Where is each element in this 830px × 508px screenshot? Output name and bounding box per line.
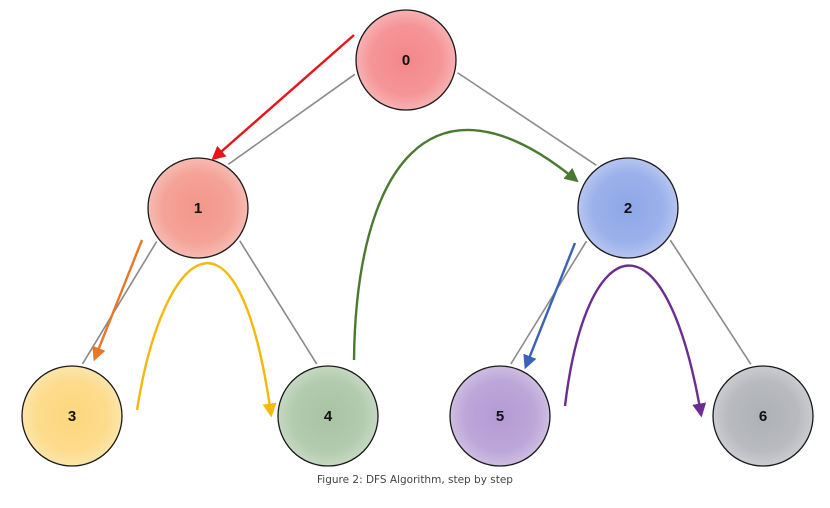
traversal-arrow-step-2 bbox=[92, 239, 144, 362]
tree-nodes: 0 1 2 3 4 5 6 bbox=[21, 9, 814, 467]
edge-1-4 bbox=[239, 240, 318, 365]
traversal-arrows bbox=[92, 34, 707, 418]
node-label-0: 0 bbox=[402, 52, 410, 69]
node-circle-5 bbox=[449, 365, 551, 467]
node-5: 5 bbox=[449, 365, 551, 467]
node-label-4: 4 bbox=[324, 408, 333, 425]
node-circle-2 bbox=[577, 157, 679, 259]
node-2: 2 bbox=[577, 157, 679, 259]
node-label-3: 3 bbox=[68, 408, 76, 425]
traversal-arrow-step-4 bbox=[352, 128, 579, 361]
node-label-6: 6 bbox=[759, 408, 767, 425]
figure-caption: Figure 2: DFS Algorithm, step by step bbox=[317, 474, 513, 486]
node-circle-1 bbox=[147, 157, 249, 259]
traversal-arrow-step-1 bbox=[211, 34, 355, 161]
node-4: 4 bbox=[277, 365, 379, 467]
node-circle-6 bbox=[712, 365, 814, 467]
node-label-1: 1 bbox=[194, 200, 202, 217]
node-circle-3 bbox=[21, 365, 123, 467]
node-0: 0 bbox=[355, 9, 457, 111]
node-circle-0 bbox=[355, 9, 457, 111]
edge-0-2 bbox=[457, 72, 597, 166]
edge-2-5 bbox=[510, 240, 588, 365]
traversal-arrow-step-5 bbox=[523, 242, 577, 370]
node-6: 6 bbox=[712, 365, 814, 467]
tree-edges bbox=[81, 72, 752, 365]
node-1: 1 bbox=[147, 157, 249, 259]
node-circle-4 bbox=[277, 365, 379, 467]
node-label-2: 2 bbox=[624, 200, 632, 217]
edge-2-6 bbox=[669, 239, 752, 365]
traversal-arrow-step-6 bbox=[563, 264, 707, 418]
edge-0-1 bbox=[227, 73, 356, 165]
node-3: 3 bbox=[21, 365, 123, 467]
dfs-tree-diagram: 0 1 2 3 4 5 6 bbox=[21, 9, 814, 467]
edge-1-3 bbox=[81, 241, 158, 365]
node-label-5: 5 bbox=[496, 408, 504, 425]
traversal-arrow-step-3 bbox=[135, 262, 277, 418]
